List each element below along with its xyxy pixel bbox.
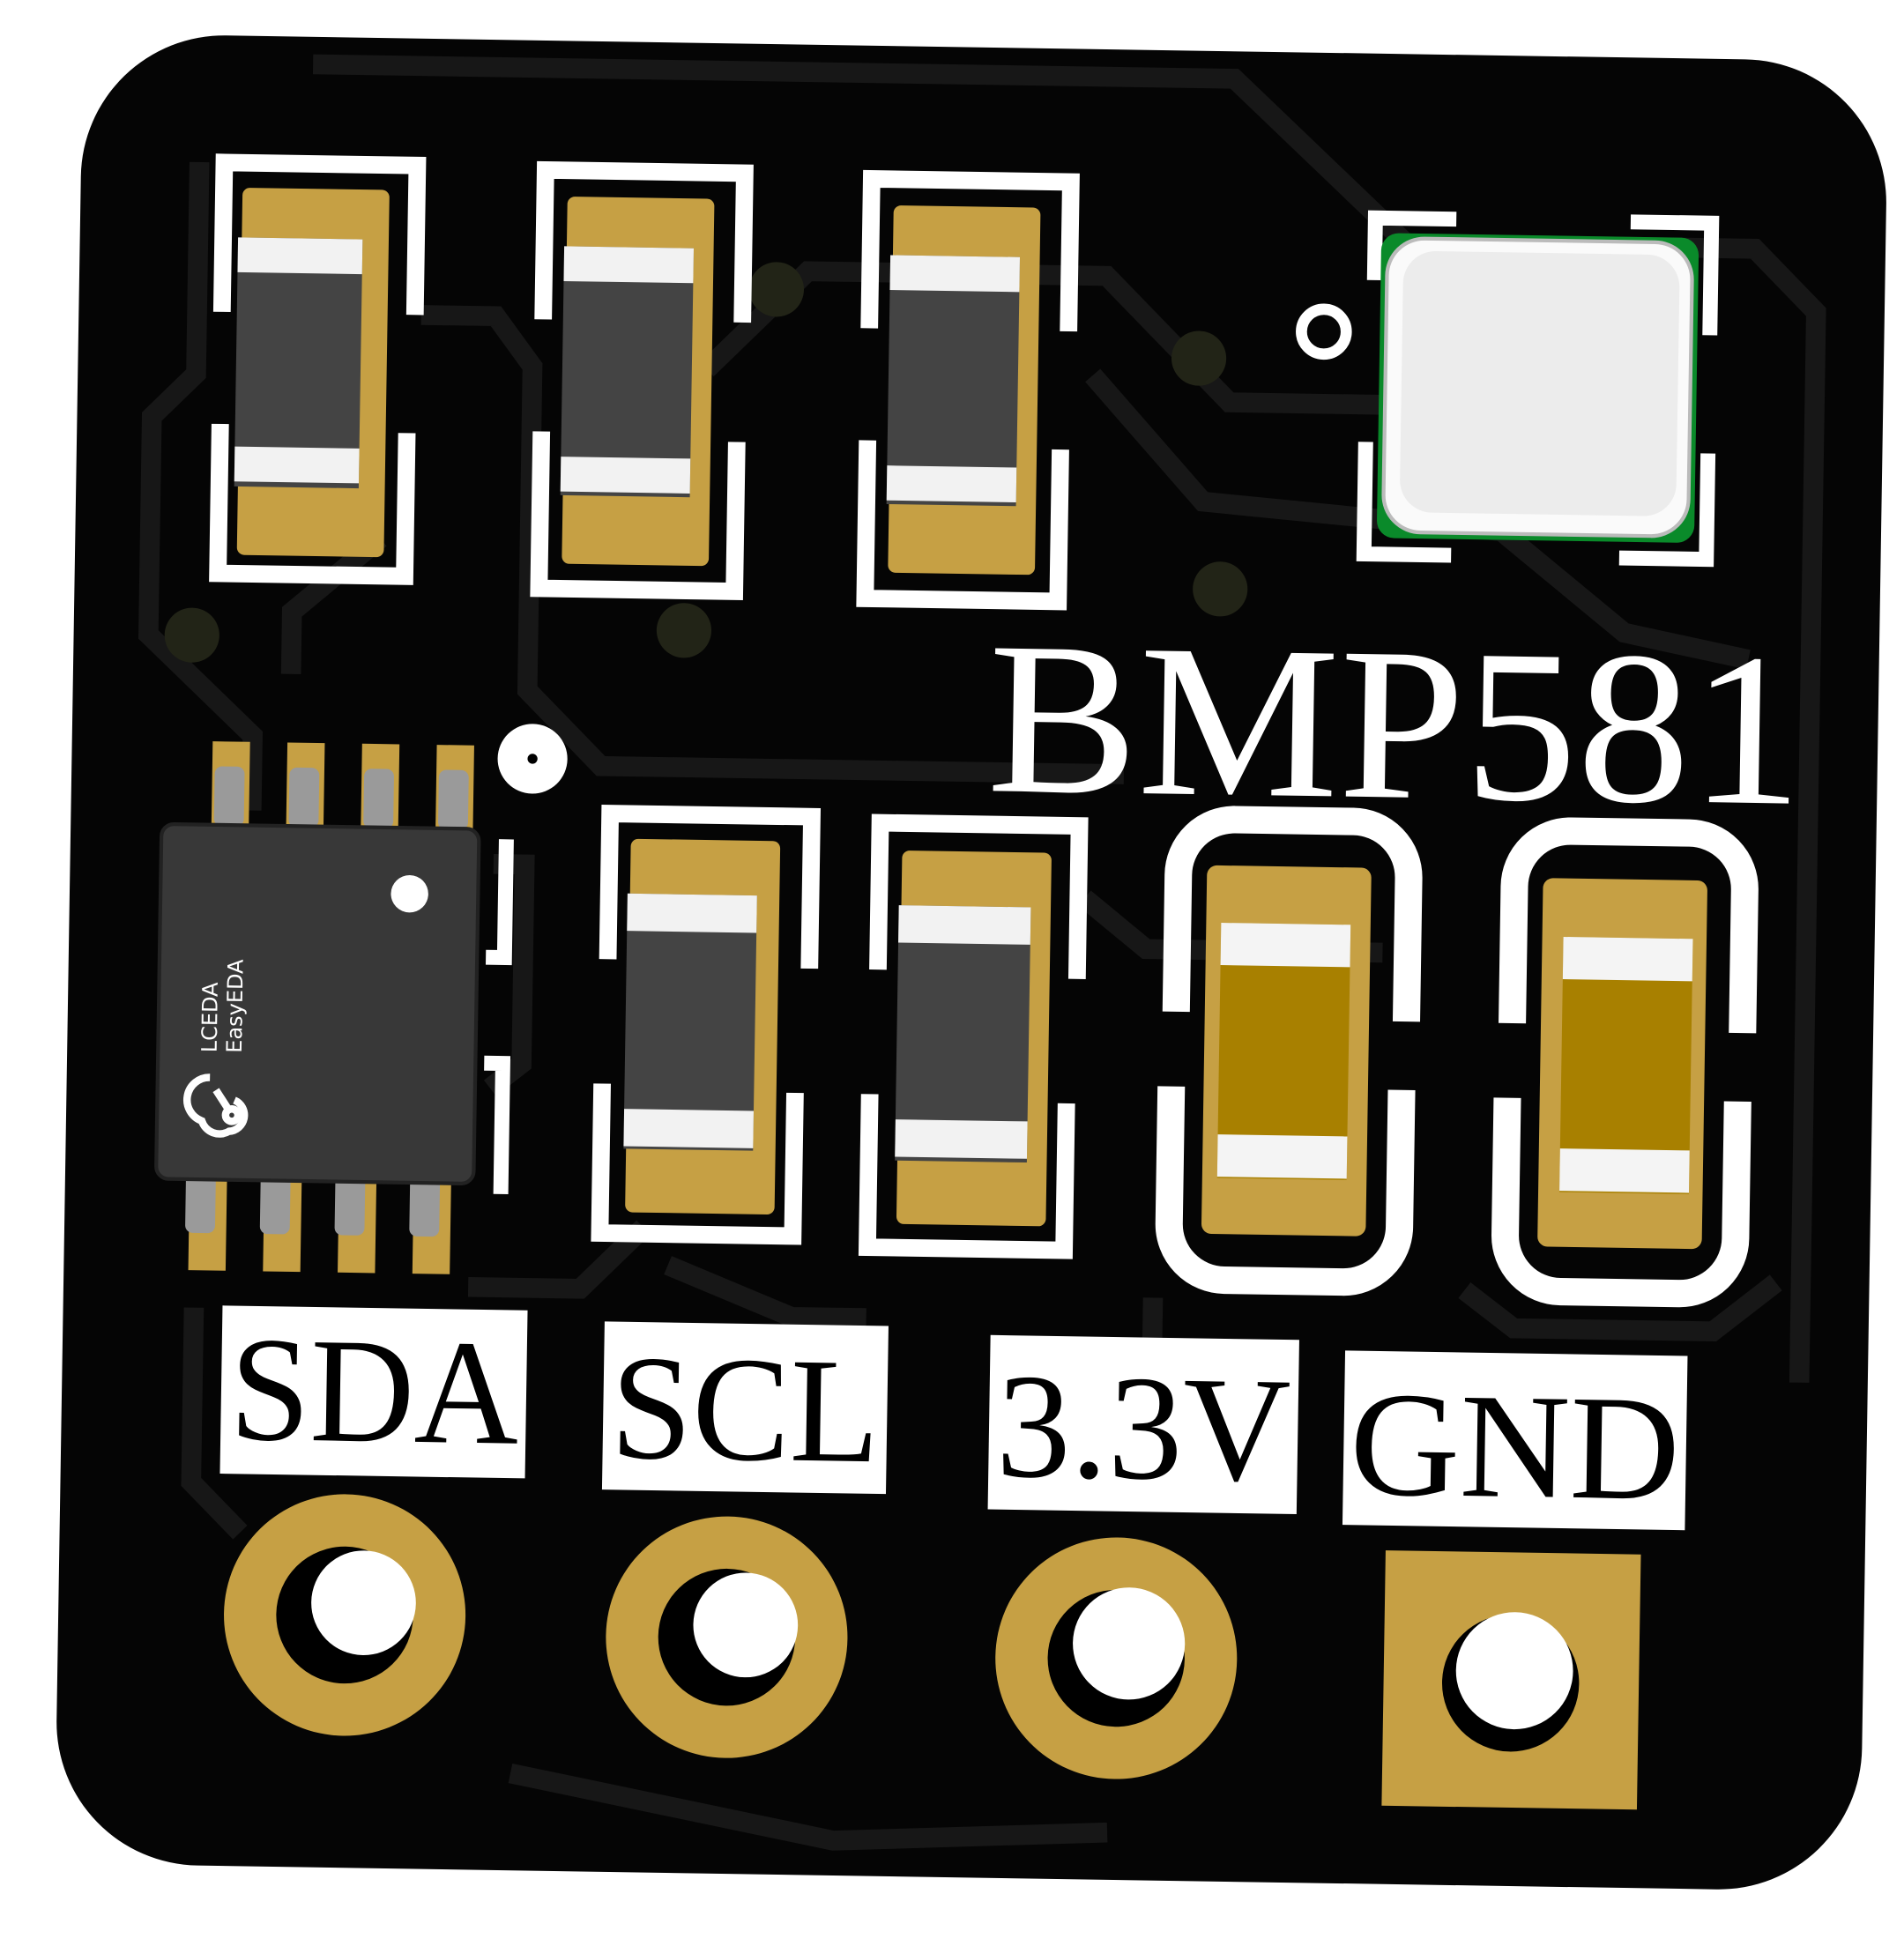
board-title: BMP581 xyxy=(985,598,1804,851)
pad-sda[interactable] xyxy=(222,1492,467,1737)
resistor-r3 xyxy=(856,169,1080,611)
ic-marking-easyeda: EasyEDA xyxy=(222,959,249,1053)
svg-text:SCL: SCL xyxy=(609,1325,881,1495)
pin-label-3v3: 3.3V xyxy=(987,1334,1299,1515)
pin-label-sda: SDA xyxy=(219,1305,528,1479)
vias xyxy=(164,262,1248,663)
easyeda-logo-icon xyxy=(182,1073,249,1138)
bmp581-sensor xyxy=(1296,210,1720,568)
ic-chip: LCEDA EasyEDA xyxy=(154,724,568,1274)
ic-marking-lceda: LCEDA xyxy=(197,982,223,1053)
resistor-r2 xyxy=(530,160,754,601)
svg-text:SDA: SDA xyxy=(228,1306,520,1476)
pad-gnd[interactable] xyxy=(1381,1550,1641,1810)
svg-text:3.3V: 3.3V xyxy=(995,1343,1291,1513)
pad-3v3[interactable] xyxy=(993,1535,1238,1780)
resistor-r1 xyxy=(209,153,427,585)
pin-label-gnd: GND xyxy=(1342,1350,1688,1532)
pad-scl[interactable] xyxy=(604,1514,849,1759)
pin-label-scl: SCL xyxy=(601,1321,889,1495)
capacitor-c1 xyxy=(1155,806,1423,1296)
svg-text:GND: GND xyxy=(1349,1361,1681,1532)
resistor-r5 xyxy=(858,813,1089,1259)
pin1-marker xyxy=(1296,303,1352,360)
resistor-r4 xyxy=(591,805,822,1245)
capacitor-c2 xyxy=(1491,817,1759,1308)
